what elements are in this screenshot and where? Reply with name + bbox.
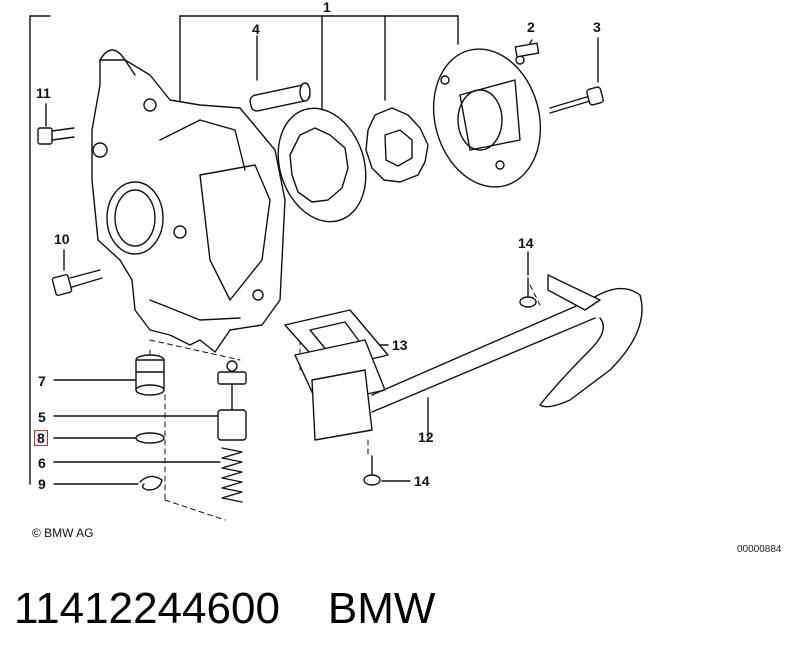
callout-12: 12 xyxy=(418,429,434,445)
callout-11: 11 xyxy=(36,85,51,101)
diagram-reference-number: 00000884 xyxy=(737,544,782,555)
callout-4: 4 xyxy=(252,21,260,37)
o-ring xyxy=(135,432,165,444)
callout-9: 9 xyxy=(38,476,46,492)
inner-rotor xyxy=(365,107,429,183)
callout-2: 2 xyxy=(527,19,535,35)
copyright-text: © BMW AG xyxy=(32,526,94,540)
screw-3 xyxy=(549,86,604,114)
callout-13: 13 xyxy=(392,337,408,353)
brand-name: BMW xyxy=(327,584,436,633)
screw-14-bottom xyxy=(363,455,381,486)
callout-14-bottom: 14 xyxy=(414,473,430,489)
pump-cover xyxy=(432,48,542,188)
callout-6: 6 xyxy=(38,455,46,471)
callout-8-highlighted: 8 xyxy=(34,430,48,446)
callout-3: 3 xyxy=(593,19,601,35)
callout-14-top: 14 xyxy=(518,235,534,251)
callout-5: 5 xyxy=(38,409,46,425)
part-caption: 11412244600 BMW xyxy=(14,584,435,634)
screw-2 xyxy=(514,42,540,58)
callout-1: 1 xyxy=(323,0,331,15)
callout-10: 10 xyxy=(54,231,70,247)
relief-piston xyxy=(217,360,247,441)
screw-14-top xyxy=(519,277,537,308)
screw-10 xyxy=(51,269,103,297)
compression-spring xyxy=(221,447,243,503)
callout-7: 7 xyxy=(38,373,46,389)
pump-housing xyxy=(91,49,286,353)
oil-pickup-tube xyxy=(294,274,643,441)
part-number: 11412244600 xyxy=(14,584,280,633)
circlip xyxy=(139,475,163,491)
pressure-relief-sleeve xyxy=(135,354,165,396)
outer-rotor xyxy=(277,107,367,223)
dowel-pin xyxy=(249,82,311,112)
exploded-parts-diagram xyxy=(29,15,643,521)
screw-11 xyxy=(37,127,75,145)
